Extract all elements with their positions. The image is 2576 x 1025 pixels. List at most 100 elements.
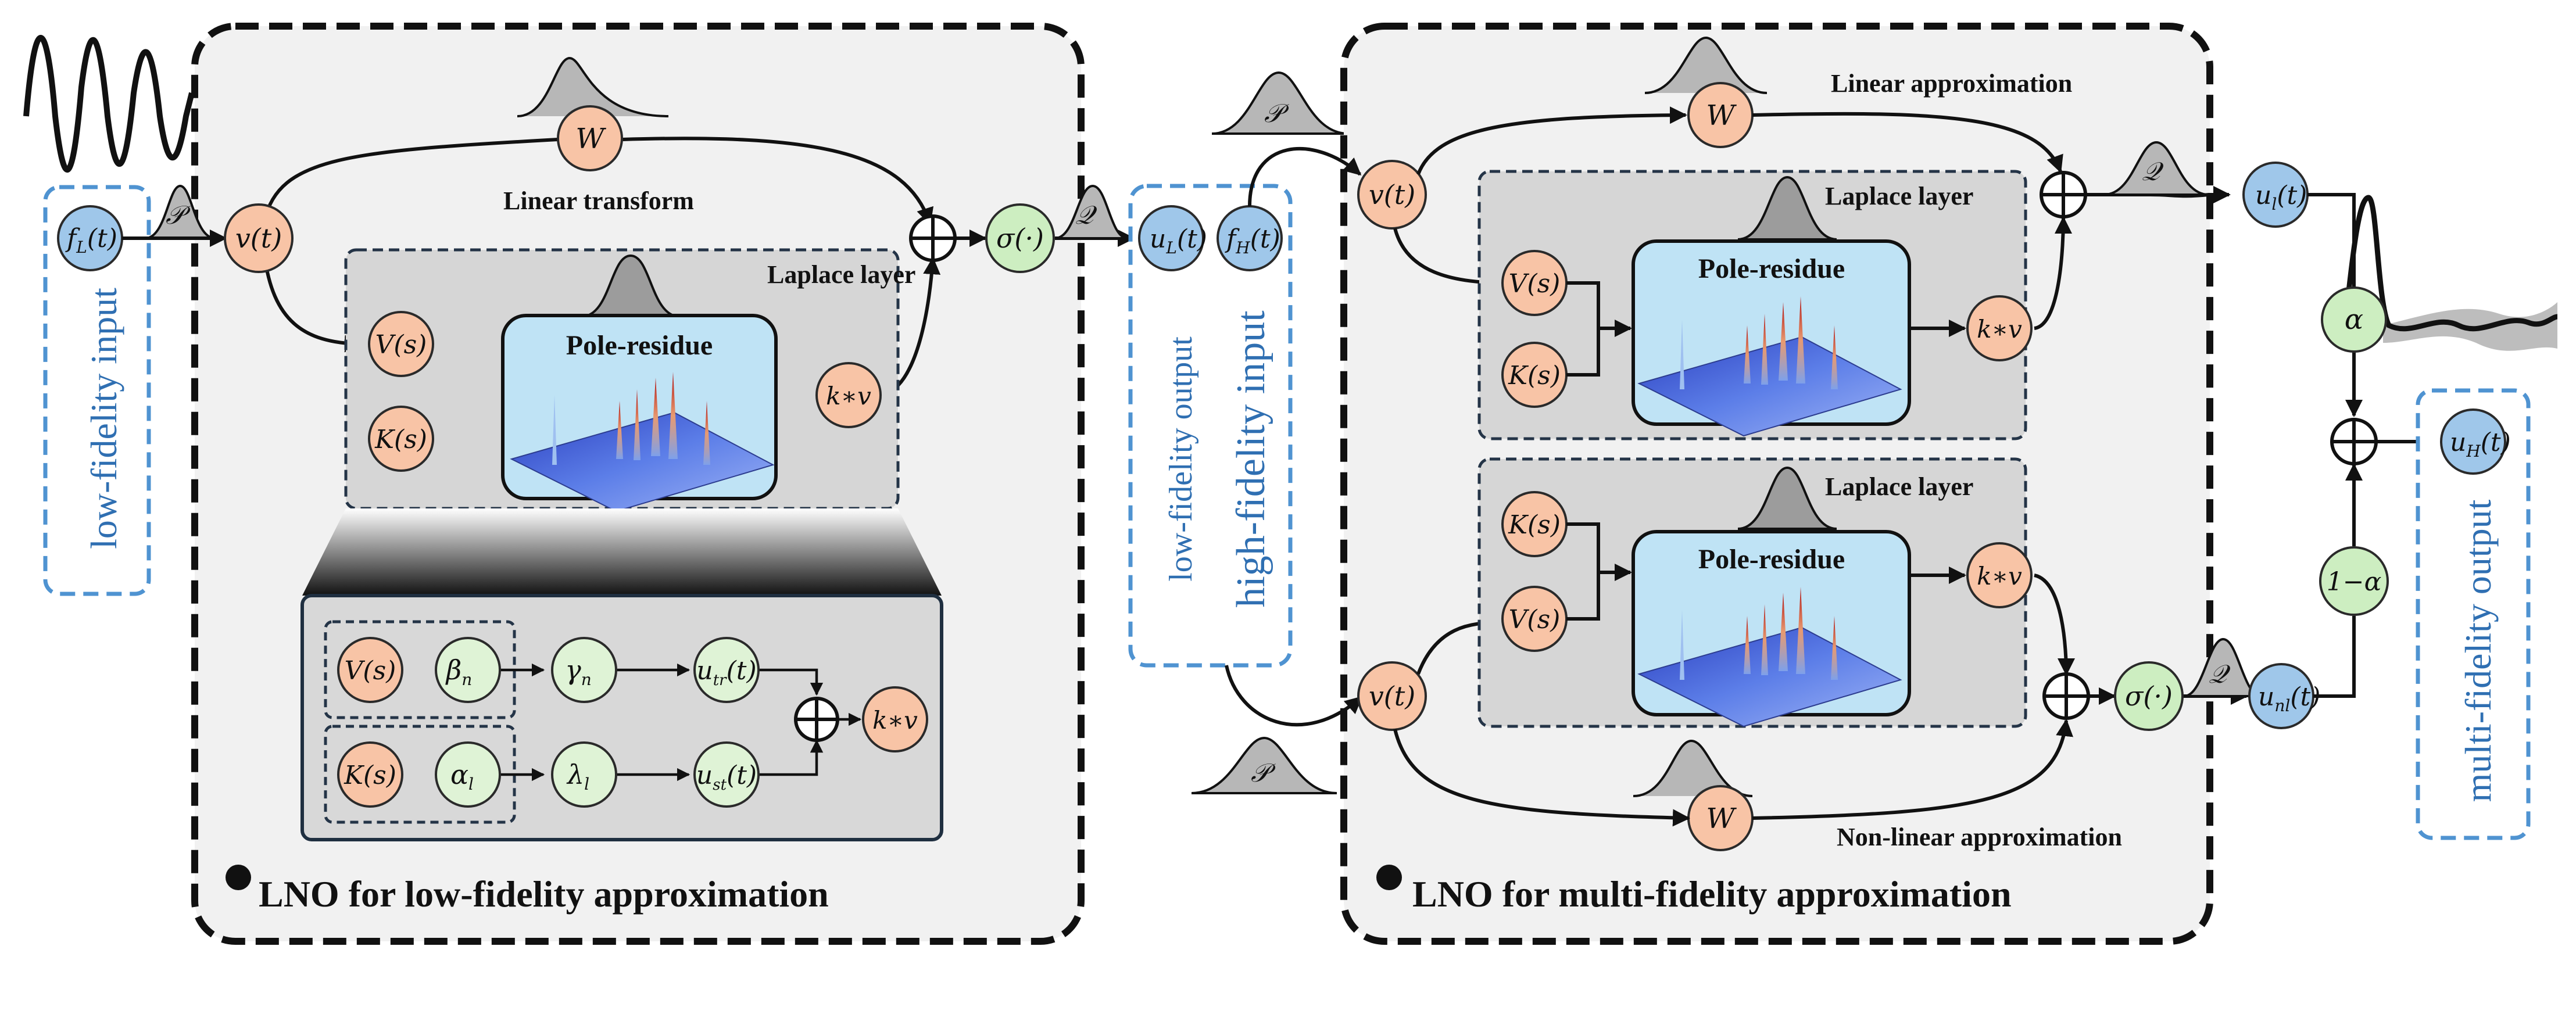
node-K-panel2-top: K(s) <box>1501 342 1568 408</box>
node-ust: ust(t) <box>693 741 760 808</box>
node-V-detail: V(s) <box>337 637 403 703</box>
svg-text:fL(t): fL(t) <box>65 224 117 257</box>
svg-text:ust(t): ust(t) <box>696 761 757 794</box>
beta-group-box <box>324 620 516 719</box>
svg-text:K(s): K(s) <box>1508 510 1561 540</box>
svg-text:k∗v: k∗v <box>1977 315 2022 343</box>
node-W-panel2-bottom: W <box>1687 785 1754 851</box>
node-V-panel1: V(s) <box>368 311 434 377</box>
multi-fidelity-output-box <box>2416 388 2531 840</box>
svg-text:V(s): V(s) <box>1509 605 1561 635</box>
node-ul: ul(t) <box>2242 162 2309 228</box>
sum-node-output <box>2330 418 2378 465</box>
node-lambda: λl <box>551 741 617 808</box>
p-projection-bell <box>145 184 216 239</box>
node-V-panel2-bottom: V(s) <box>1501 586 1568 652</box>
node-beta: βn <box>435 637 501 703</box>
node-gamma: γn <box>551 637 617 703</box>
w-bell-panel1 <box>517 56 669 117</box>
panel2-title: LNO for multi-fidelity approximation <box>1412 873 2012 915</box>
node-v-panel2-bottom: v(t) <box>1357 661 1427 731</box>
svg-text:V(s): V(s) <box>375 330 427 360</box>
laplace-bell-panel1 <box>581 254 681 318</box>
svg-text:utr(t): utr(t) <box>696 656 756 689</box>
node-kv-panel2-top: k∗v <box>1966 295 2033 361</box>
pole-residue-label-panel2-top: Pole-residue <box>1698 253 1845 284</box>
panel1-number-badge <box>226 865 251 890</box>
svg-text:uH(t): uH(t) <box>2450 428 2511 461</box>
node-K-panel1: K(s) <box>368 406 434 472</box>
svg-text:αl: αl <box>450 759 474 794</box>
linear-transform-label: Linear transform <box>503 187 694 215</box>
svg-text:K(s): K(s) <box>1508 361 1561 390</box>
laplace-layer-label-panel2-bottom: Laplace layer <box>1825 472 1973 501</box>
svg-text:v(t): v(t) <box>235 223 282 254</box>
sum-node-panel2-bottom <box>2042 672 2090 720</box>
node-W-panel1: W <box>557 105 623 171</box>
node-W-panel2-top: W <box>1687 82 1754 148</box>
p-bell-panel2-bottom <box>1191 736 1337 794</box>
svg-text:v(t): v(t) <box>1369 179 1415 210</box>
pole-residue-label-panel2-bottom: Pole-residue <box>1698 544 1845 575</box>
q-bell-panel1 <box>1054 184 1128 239</box>
svg-text:σ(·): σ(·) <box>996 223 1044 254</box>
node-K-panel2-bottom: K(s) <box>1501 491 1568 557</box>
low-fidelity-input-label: low-fidelity input <box>83 288 124 549</box>
node-kv-panel2-bottom: k∗v <box>1966 542 2033 608</box>
low-fidelity-output-label: low-fidelity output <box>1163 336 1199 582</box>
node-unl: unl(t) <box>2248 663 2320 729</box>
svg-text:fH(t): fH(t) <box>1225 224 1280 257</box>
svg-text:σ(·): σ(·) <box>2125 680 2173 712</box>
laplace-bell-panel2-bottom <box>1737 466 1837 530</box>
node-kv-detail: k∗v <box>862 686 928 752</box>
svg-text:W: W <box>575 123 606 155</box>
output-signal-wave <box>2345 195 2558 332</box>
node-uH: uH(t) <box>2440 408 2511 475</box>
svg-text:γn: γn <box>565 654 592 689</box>
node-fL: fL(t) <box>57 205 123 271</box>
svg-text:W: W <box>1706 99 1737 132</box>
node-utr: utr(t) <box>693 637 760 703</box>
node-kv-panel1: k∗v <box>815 362 882 428</box>
sum-node-panel2-top <box>2040 171 2087 218</box>
non-linear-approximation-label: Non-linear approximation <box>1837 823 2122 851</box>
laplace-bell-panel2-top <box>1737 175 1837 241</box>
node-one-minus-alpha: 1−α <box>2319 546 2389 616</box>
svg-text:λl: λl <box>566 759 589 794</box>
svg-text:V(s): V(s) <box>1509 269 1561 299</box>
w-bell-panel2-top <box>1644 36 1768 94</box>
low-fidelity-input-box <box>43 185 151 596</box>
high-fidelity-input-label: high-fidelity input <box>1229 310 1273 608</box>
node-v-panel1: v(t) <box>224 203 294 273</box>
multi-fidelity-output-label: multi-fidelity output <box>2457 499 2499 802</box>
svg-text:1−α: 1−α <box>2327 567 2382 597</box>
svg-text:ul(t): ul(t) <box>2255 181 2307 214</box>
laplace-layer-label-panel1: Laplace layer <box>767 260 915 289</box>
panel1-title: LNO for low-fidelity approximation <box>259 873 829 915</box>
linear-approximation-label: Linear approximation <box>1831 69 2072 98</box>
laplace-layer-label-panel2-top: Laplace layer <box>1825 182 1973 210</box>
node-K-detail: K(s) <box>337 741 403 808</box>
zoom-connector <box>302 508 942 596</box>
node-v-panel2-top: v(t) <box>1357 160 1427 230</box>
sum-node-detail <box>794 697 839 742</box>
node-uL: uL(t) <box>1138 205 1207 271</box>
input-signal-wave <box>23 35 195 173</box>
svg-text:W: W <box>1706 802 1737 835</box>
svg-text:α: α <box>2345 303 2363 336</box>
alpha-group-box <box>324 725 516 824</box>
node-alpha-l: αl <box>435 741 501 808</box>
svg-text:K(s): K(s) <box>344 761 396 790</box>
panel2-number-badge <box>1376 865 1402 890</box>
w-bell-panel2-bottom <box>1633 739 1753 797</box>
q-bell-panel2-top <box>2103 141 2209 196</box>
pole-residue-label-panel1: Pole-residue <box>566 330 713 361</box>
svg-text:V(s): V(s) <box>345 656 396 686</box>
node-fH: fH(t) <box>1217 205 1283 271</box>
node-sigma-panel1: σ(·) <box>985 203 1055 273</box>
svg-text:k∗v: k∗v <box>872 706 918 734</box>
sum-node-panel1 <box>909 214 957 262</box>
svg-text:k∗v: k∗v <box>1977 562 2022 590</box>
p-bell-panel2-top <box>1211 71 1349 135</box>
